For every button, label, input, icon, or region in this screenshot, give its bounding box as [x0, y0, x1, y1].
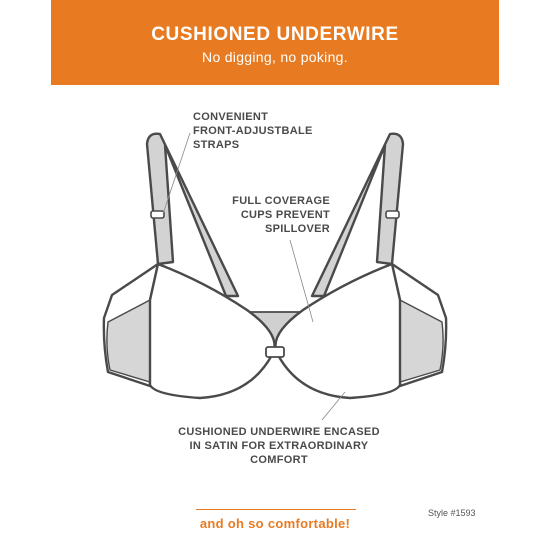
callout-underwire-line: COMFORT — [250, 454, 308, 466]
callout-cups: FULL COVERAGE CUPS PREVENT SPILLOVER — [215, 194, 330, 236]
callout-underwire-line: IN SATIN FOR EXTRAORDINARY — [189, 440, 369, 452]
callout-cups-line: SPILLOVER — [264, 223, 330, 235]
right-cup — [274, 262, 402, 400]
callout-cups-line: FULL COVERAGE — [232, 195, 330, 207]
left-cup — [148, 262, 276, 400]
right-band-lining — [399, 299, 444, 383]
left-strap — [145, 132, 240, 298]
center-connector — [265, 346, 285, 358]
callout-straps-line: FRONT-ADJUSTBALE — [193, 125, 313, 137]
left-strap-adjuster — [150, 210, 165, 219]
callout-straps-line: STRAPS — [193, 139, 240, 151]
banner-title: CUSHIONED UNDERWIRE — [151, 24, 399, 45]
right-strap — [310, 132, 405, 298]
banner-subtitle: No digging, no poking. — [202, 49, 348, 65]
leader-line-underwire — [321, 391, 346, 421]
callout-underwire-line: CUSHIONED UNDERWIRE ENCASED — [178, 426, 380, 438]
callout-underwire: CUSHIONED UNDERWIRE ENCASED IN SATIN FOR… — [173, 425, 385, 467]
callout-straps: CONVENIENT FRONT-ADJUSTBALE STRAPS — [193, 110, 313, 152]
left-band-lining — [106, 299, 151, 383]
callout-cups-line: CUPS PREVENT — [240, 209, 330, 221]
leader-line-straps — [162, 132, 191, 215]
style-number: Style #1593 — [428, 508, 476, 518]
leader-line-cups — [289, 239, 314, 323]
footer-divider — [196, 509, 356, 510]
callout-straps-line: CONVENIENT — [193, 111, 269, 123]
header-banner: CUSHIONED UNDERWIRE No digging, no pokin… — [51, 0, 499, 85]
right-strap-adjuster — [385, 210, 400, 219]
footer-tagline: and oh so comfortable! — [199, 516, 351, 531]
